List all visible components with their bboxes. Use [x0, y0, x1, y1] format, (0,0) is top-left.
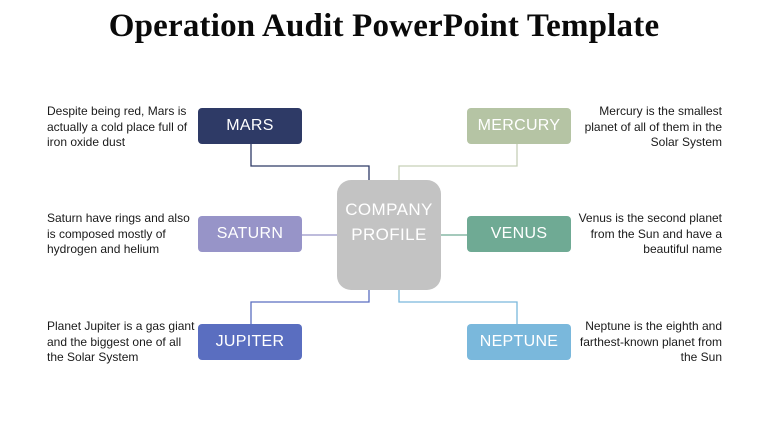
connector-jupiter [250, 290, 370, 324]
connector-mars [250, 144, 370, 180]
node-saturn: SATURN [198, 216, 302, 252]
node-mercury: MERCURY [467, 108, 571, 144]
description-venus: Venus is the second planet from the Sun … [578, 211, 722, 256]
node-neptune: NEPTUNE [467, 324, 571, 360]
connector-mercury [398, 144, 518, 180]
node-venus: VENUS [467, 216, 571, 252]
center-node-company-profile: COMPANY PROFILE [337, 180, 441, 290]
description-neptune: Neptune is the eighth and farthest-known… [579, 319, 722, 364]
slide-title: Operation Audit PowerPoint Template [108, 8, 660, 44]
connector-neptune [398, 290, 518, 324]
node-jupiter: JUPITER [198, 324, 302, 360]
node-mars: MARS [198, 108, 302, 144]
description-mercury: Mercury is the smallest planet of all of… [584, 104, 722, 149]
description-mars: Despite being red, Mars is actually a co… [47, 104, 188, 149]
description-saturn: Saturn have rings and also is composed m… [47, 211, 190, 256]
description-jupiter: Planet Jupiter is a gas giant and the bi… [47, 319, 195, 364]
